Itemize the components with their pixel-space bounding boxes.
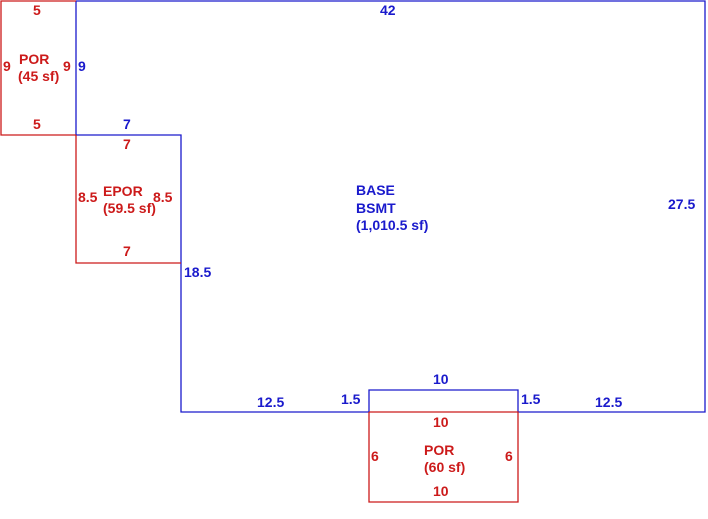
por-tl-dim-top: 5 (33, 2, 41, 18)
por-b-dim-top: 10 (433, 414, 449, 430)
epor-outline (75, 135, 181, 264)
por-b-name: POR (424, 442, 454, 458)
epor-name: EPOR (103, 183, 143, 199)
base-dim-top: 42 (380, 2, 396, 18)
por-b-dim-right: 6 (505, 448, 513, 464)
base-dim-left-lower: 18.5 (184, 264, 211, 280)
epor-dim-bottom: 7 (123, 243, 131, 259)
epor-area: (59.5 sf) (103, 200, 156, 216)
por-tl-dim-right: 9 (63, 58, 71, 74)
por-b-dim-left: 6 (371, 448, 379, 464)
base-name-line2: BSMT (356, 200, 396, 216)
por-b-dim-bottom: 10 (433, 483, 449, 499)
base-dim-notch-top: 7 (123, 116, 131, 132)
base-area-label: (1,010.5 sf) (356, 217, 428, 233)
por-tl-area: (45 sf) (18, 68, 59, 84)
epor-dim-top: 7 (123, 136, 131, 152)
base-dim-bump-top: 10 (433, 371, 449, 387)
por-bottom-outline (368, 411, 519, 503)
base-outline (75, 0, 706, 413)
por-tl-dim-left: 9 (3, 58, 11, 74)
epor-dim-left: 8.5 (78, 189, 98, 205)
por-top-left-outline (0, 0, 76, 136)
por-tl-dim-bottom: 5 (33, 116, 41, 132)
base-name-line1: BASE (356, 182, 395, 198)
por-b-area: (60 sf) (424, 459, 465, 475)
base-dim-bottom-right: 12.5 (595, 394, 622, 410)
base-dim-left-top: 9 (78, 58, 86, 74)
base-dim-bump-right: 1.5 (521, 391, 541, 407)
base-dim-bottom-left: 12.5 (257, 394, 284, 410)
epor-dim-right: 8.5 (153, 189, 173, 205)
base-dim-right: 27.5 (668, 196, 695, 212)
por-tl-name: POR (19, 51, 49, 67)
base-dim-bump-left: 1.5 (341, 391, 361, 407)
